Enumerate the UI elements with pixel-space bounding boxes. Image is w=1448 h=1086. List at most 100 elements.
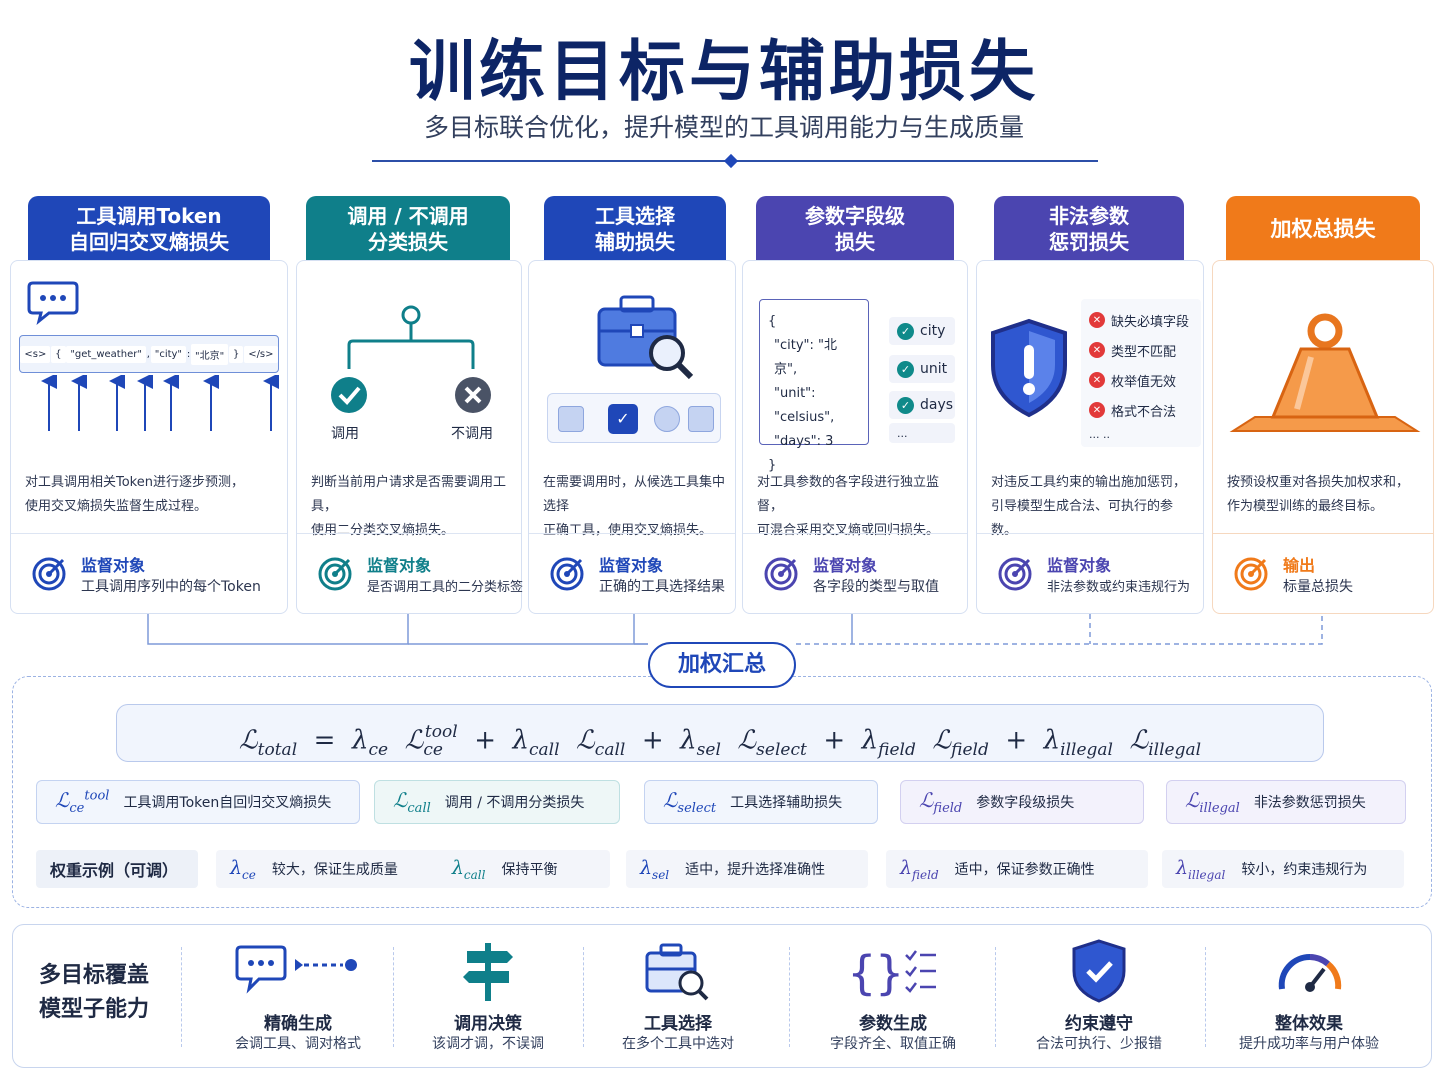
prediction-arrows [41,375,279,431]
capability-generation: 精确生成 会调工具、调对格式 [203,925,393,1069]
check-icon: ✓ [897,322,914,340]
card-tool-select-header: 工具选择 辅助损失 [544,196,726,262]
supervision-panel: 监督对象 工具调用序列中的每个Token [11,533,287,613]
card-head-line2: 辅助损失 [595,230,675,254]
target-icon [998,557,1032,591]
separator [393,947,394,1047]
capability-title: 约束遵守 [1065,1014,1133,1034]
tool-candidates: ✓ [547,393,721,443]
loss-symbol: ℒselect [663,788,717,816]
card-tool-select: ✓ 在需要调用时，从候选工具集中选择 正确工具，使用交叉熵损失。 监督对象 正确… [528,260,736,614]
supervision-panel: 监督对象 各字段的类型与取值 [743,533,967,613]
weight-symbol: λcall [451,856,486,882]
capability-title: 精确生成 [264,1014,332,1034]
supervision-text: 正确的工具选择结果 [599,579,725,595]
decision-tree-icon [331,305,491,413]
violation-item: ✕缺失必填字段 [1089,305,1193,335]
separator [1205,947,1206,1047]
page-title: 训练目标与辅助损失 [409,33,1039,110]
token: : [186,348,191,360]
gauge-icon [1278,953,1342,992]
error-icon: ✕ [1089,312,1105,328]
total-loss-formula: ℒtotal = λce ℒcetool + λcall ℒcall + λse… [116,704,1324,762]
card-head-line1: 加权总损失 [1270,217,1376,241]
supervision-text: 各字段的类型与取值 [813,579,939,595]
violation-item: ✕格式不合法 [1089,395,1193,425]
card-illegal-param: ✕缺失必填字段 ✕类型不匹配 ✕枚举值无效 ✕格式不合法 ... .. 对违反工… [976,260,1204,614]
capability-text: 在多个工具中选对 [622,1036,734,1052]
weight-desc: 较小，约束违规行为 [1241,862,1368,878]
check-icon: ✓ [897,360,914,378]
token: <s> [20,345,51,363]
card-desc-line: 判断当前用户请求是否需要调用工具， [311,475,507,514]
field-item: ✓city [889,317,955,345]
card-desc-line: 使用交叉熵损失监督生成过程。 [25,499,208,514]
token: "北京" [191,343,229,365]
field-item: ✓days [889,391,955,419]
card-param-field: { "city": "北京", "unit": "celsius", "days… [742,260,968,614]
weight-icon [1229,313,1421,432]
loss-symbol: ℒcall [393,788,431,816]
capability-constraint: 约束遵守 合法可执行、少报错 [999,925,1199,1069]
supervision-title: 监督对象 [813,556,878,575]
yes-label: 调用 [331,426,359,442]
supervision-text: 非法参数或约束违规行为 [1047,580,1191,595]
capability-text: 该调才调，不误调 [432,1036,544,1052]
card-call-decision-header: 调用 / 不调用 分类损失 [306,196,510,262]
card-desc-line: 对工具参数的各字段进行独立监督， [757,475,940,514]
shield-alert-icon [991,318,1067,418]
capability-title: 工具选择 [644,1014,712,1034]
violation-more: ... .. [1089,427,1110,441]
page-subtitle: 多目标联合优化，提升模型的工具调用能力与生成质量 [423,113,1024,142]
field-item: ✓unit [889,355,955,383]
card-desc-line: 使用二分类交叉熵损失。 [311,523,455,538]
separator [583,947,584,1047]
weight-illegal: λillegal 较小，约束违规行为 [1162,850,1404,888]
field-more: ... [889,423,955,443]
violation-item: ✕枚举值无效 [1089,365,1193,395]
supervision-title: 监督对象 [81,556,146,575]
target-icon [318,557,352,591]
separator [995,947,996,1047]
card-call-decision: 调用 不调用 判断当前用户请求是否需要调用工具， 使用二分类交叉熵损失。 监督对… [296,260,523,614]
token-sequence: <s> { "get_weather" , "city" : "北京" } </… [19,335,279,373]
card-head-line2: 自回归交叉熵损失 [69,230,229,254]
violation-item: ✕类型不匹配 [1089,335,1193,365]
target-icon [764,557,798,591]
loss-term-label: 调用 / 不调用分类损失 [444,795,585,811]
output-title: 输出 [1283,556,1316,575]
loss-term-token: ℒcetool 工具调用Token自回归交叉熵损失 [36,780,360,824]
card-head-line1: 参数字段级 [805,204,905,228]
capability-panel: 多目标覆盖 模型子能力 精确生成 会调工具、调对格式 调用决策 该调才调，不误调 [12,924,1432,1068]
card-desc-line: 按预设权重对各损失加权求和， [1227,475,1410,490]
output-text: 标量总损失 [1283,579,1353,595]
card-head-line2: 损失 [835,230,875,254]
card-desc-line: 可混合采用交叉熵或回归损失。 [757,523,940,538]
card-token-loss-header: 工具调用Token 自回归交叉熵损失 [28,196,270,262]
supervision-panel: 监督对象 是否调用工具的二分类标签 [297,533,523,613]
weight-symbol: λfield [900,856,939,882]
token: </s> [244,345,278,363]
toolbox-search-icon [597,295,694,380]
loss-symbol: ℒfield [919,788,963,816]
json-line: "days": 3 [774,434,834,449]
violation-list: ✕缺失必填字段 ✕类型不匹配 ✕枚举值无效 ✕格式不合法 ... .. [1081,299,1201,447]
weight-symbol: λillegal [1176,856,1226,882]
loss-term-label: 工具调用Token自回归交叉熵损失 [123,795,332,811]
capability-text: 字段齐全、取值正确 [830,1036,956,1052]
toolbox-search-icon [645,943,709,1001]
chat-bubble-icon [27,281,79,325]
loss-symbol: ℒcetool [55,788,110,816]
loss-term-label: 工具选择辅助损失 [730,795,843,811]
token: } [229,345,244,363]
weight-symbol: λce [230,856,256,882]
error-icon: ✕ [1089,402,1105,418]
aggregate-label: 加权汇总 [648,642,796,688]
card-illegal-param-header: 非法参数 惩罚损失 [994,196,1184,262]
no-label: 不调用 [451,426,493,442]
separator [181,947,182,1047]
supervision-text: 工具调用序列中的每个Token [81,579,261,595]
loss-term-label: 参数字段级损失 [976,795,1075,811]
